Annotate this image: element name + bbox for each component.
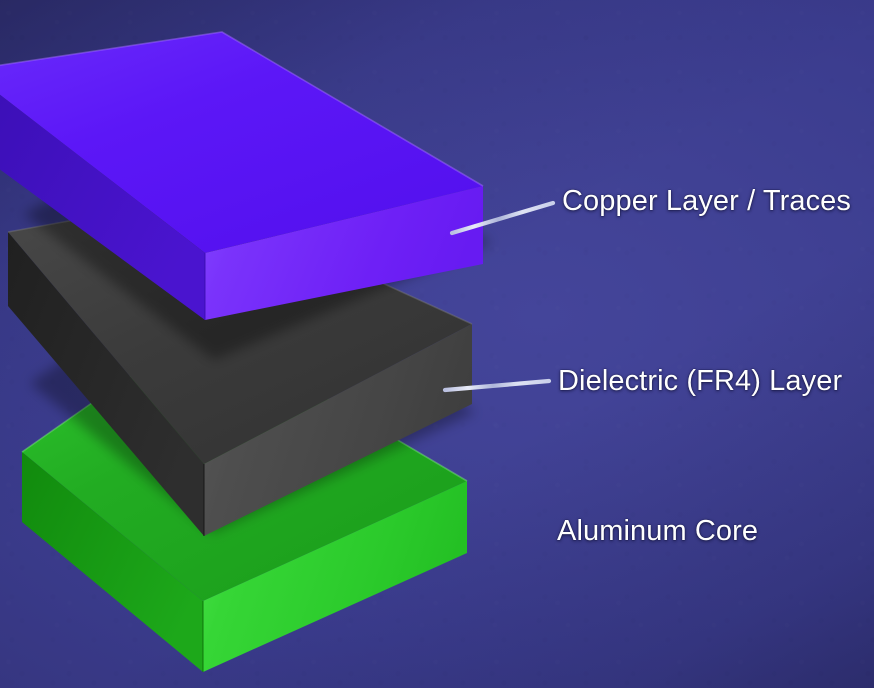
- leader-line-copper: [449, 200, 556, 236]
- aluminum-side-face: [22, 452, 203, 672]
- copper-top-face: [0, 32, 483, 253]
- dielectric-front-face: [204, 324, 472, 536]
- aluminum-front-face: [203, 481, 467, 672]
- copper-edge-highlight: [0, 31, 484, 187]
- leader-lines: [437, 200, 556, 533]
- copper-side-face: [0, 94, 205, 320]
- layer-label-aluminum: Aluminum Core: [557, 515, 759, 547]
- copper-front-face: [205, 186, 483, 320]
- dielectric-side-face: [8, 232, 204, 536]
- leader-line-dielectric: [442, 378, 552, 393]
- copper-layer-block: [0, 31, 492, 360]
- layer-label-dielectric: Dielectric (FR4) Layer: [558, 365, 843, 397]
- layer-label-copper: Copper Layer / Traces: [562, 185, 852, 217]
